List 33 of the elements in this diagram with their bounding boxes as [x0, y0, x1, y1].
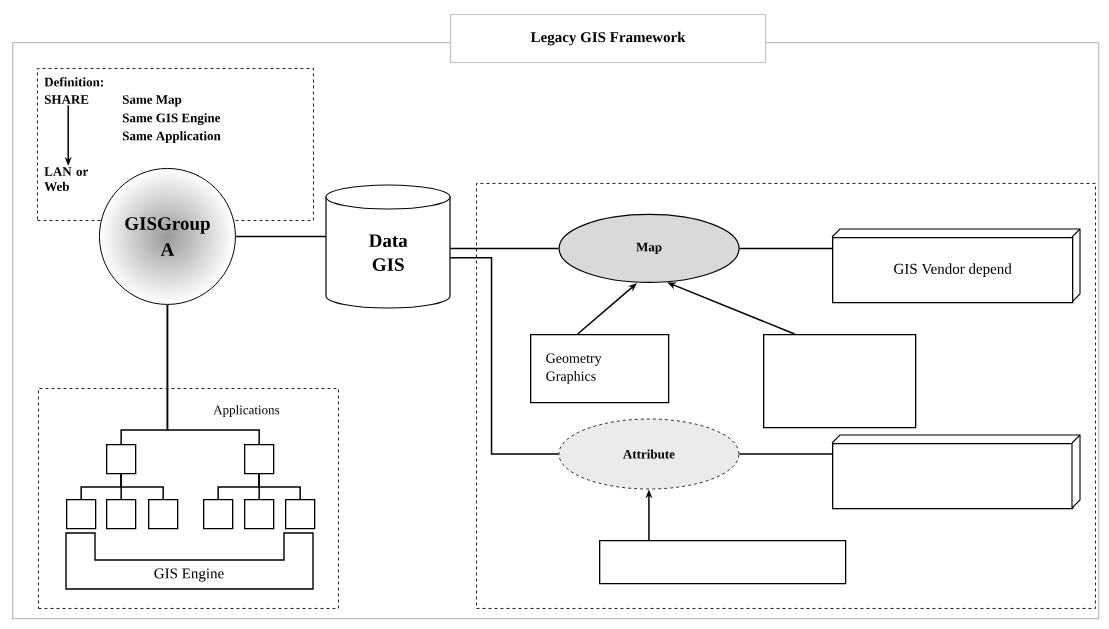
- term-label: LAN or Web: [44, 167, 88, 191]
- dashed-ellipse-node: Attribute: [558, 418, 740, 490]
- connector-line: [449, 247, 560, 250]
- ellipse-node: Map: [558, 213, 740, 284]
- connector-line: [738, 247, 833, 250]
- module-box: [203, 499, 234, 530]
- process-box: Geometry Graphics: [530, 334, 670, 404]
- module-box: [106, 444, 137, 475]
- definition-item: Same Application: [122, 131, 221, 143]
- process-box: [763, 334, 917, 429]
- block-box: GIS Vendor depend: [831, 228, 1081, 304]
- region-label: Applications: [213, 405, 280, 417]
- connector-line: [449, 256, 560, 455]
- module-box: [244, 499, 275, 530]
- definition-item: Same Map: [122, 95, 182, 107]
- module-box: [244, 444, 275, 475]
- dashed-region: [476, 183, 1096, 609]
- term-label: SHARE: [44, 95, 89, 104]
- module-box: [148, 499, 179, 530]
- definition-item: Same GIS Engine: [122, 113, 221, 126]
- module-box: [285, 499, 316, 530]
- connector-line: [235, 235, 327, 238]
- process-box: [599, 540, 847, 585]
- module-box: [106, 499, 137, 530]
- block-box: [831, 434, 1081, 510]
- definition-heading: Definition:: [44, 77, 103, 87]
- connector-line: [258, 473, 301, 500]
- connector-line: [166, 304, 260, 445]
- database-cylinder: Data GIS: [325, 184, 451, 309]
- connector-line: [120, 473, 164, 500]
- module-box: [66, 499, 97, 530]
- engine-frame: GIS Engine: [65, 532, 314, 590]
- connector-line: [738, 453, 833, 455]
